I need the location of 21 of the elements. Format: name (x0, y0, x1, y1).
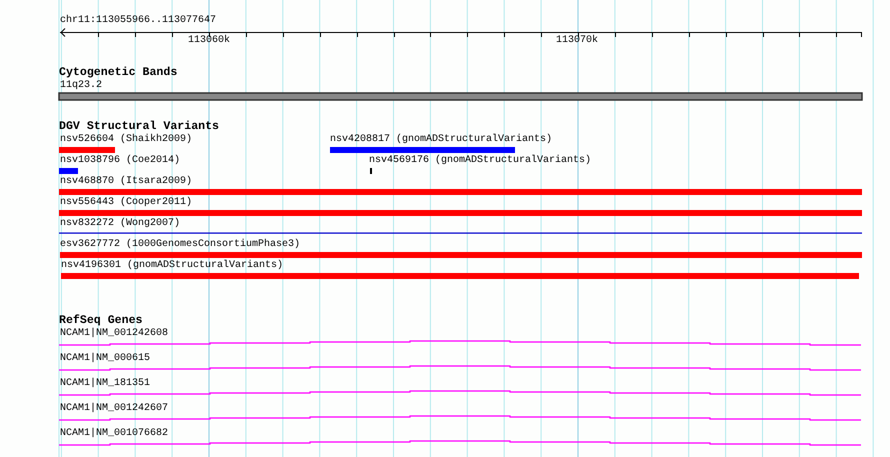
coordinate-range: chr11:113055966..113077647 (60, 15, 216, 27)
transcript-label: NCAM1|NM_001242608 (60, 328, 168, 340)
transcript-label: NCAM1|NM_001242607 (60, 403, 168, 415)
variant-label: nsv1038796 (Coe2014) (60, 155, 180, 167)
transcript-label: NCAM1|NM_181351 (60, 378, 150, 390)
variant-label: nsv556443 (Cooper2011) (60, 197, 192, 209)
variant-label: nsv4196301 (gnomADStructuralVariants) (61, 260, 284, 272)
transcript-label: NCAM1|NM_000615 (60, 353, 150, 365)
variant-label: nsv4569176 (gnomADStructuralVariants) (369, 155, 592, 167)
track-title: Cytogenetic Bands (59, 67, 178, 79)
track-title: DGV Structural Variants (59, 121, 220, 133)
variant-label: nsv4208817 (gnomADStructuralVariants) (330, 134, 552, 146)
variant-label: nsv832272 (Wong2007) (60, 218, 180, 230)
variant-label: esv3627772 (1000GenomesConsortiumPhase3) (60, 239, 300, 251)
variant-label: nsv468870 (Itsara2009) (60, 176, 192, 188)
tick-label: 113070k (556, 35, 598, 47)
track-title: RefSeq Genes (59, 315, 142, 327)
band-label: 11q23.2 (60, 80, 102, 92)
variant-label: nsv526604 (Shaikh2009) (60, 134, 192, 146)
tick-label: 113060k (188, 35, 230, 47)
transcript-label: NCAM1|NM_001076682 (60, 428, 168, 440)
